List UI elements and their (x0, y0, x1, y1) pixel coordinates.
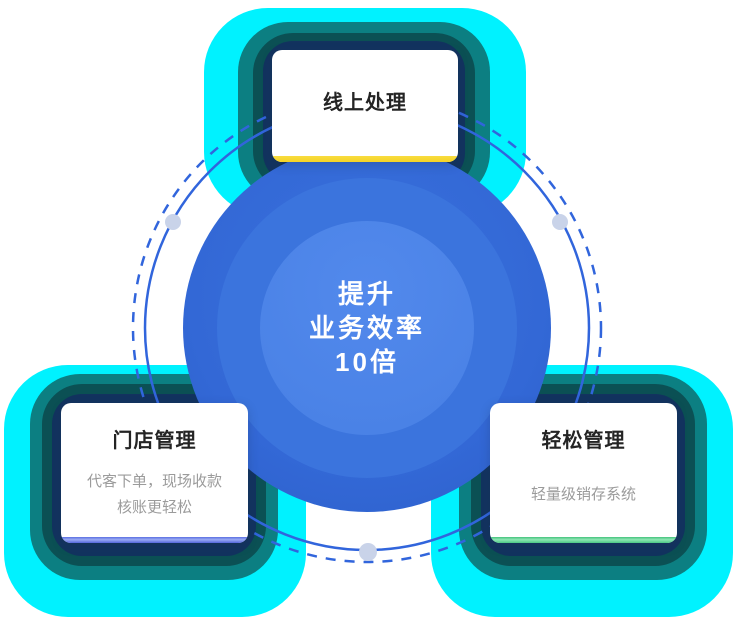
card-easy-management: 轻松管理 轻量级销存系统 (490, 403, 677, 543)
orbit-dot-right (552, 214, 568, 230)
card-store-management: 门店管理 代客下单，现场收款 核账更轻松 (61, 403, 248, 543)
card-store-subtitle-line-2: 核账更轻松 (116, 499, 192, 516)
card-store-title: 门店管理 (112, 430, 197, 452)
orbit-dot-bottom (359, 543, 377, 561)
center-line-2: 业务效率 (308, 313, 425, 343)
card-store-subtitle: 代客下单，现场收款 核账更轻松 (61, 469, 248, 521)
card-online-processing: 线上处理 (272, 50, 458, 162)
card-easy-subtitle-line-1: 轻量级销存系统 (530, 486, 636, 503)
center-circle-text: 提升 业务效率 10倍 (183, 277, 551, 379)
center-line-1: 提升 (337, 279, 396, 309)
card-store-accent-bar (61, 537, 248, 543)
card-online-accent-bar (272, 156, 458, 162)
card-easy-title: 轻松管理 (541, 430, 626, 452)
orbit-dot-left (165, 214, 181, 230)
card-easy-subtitle: 轻量级销存系统 (490, 469, 677, 521)
card-easy-accent-bar (490, 537, 677, 543)
center-circle-inner-ring (260, 221, 474, 435)
card-online-title: 线上处理 (323, 92, 407, 114)
card-store-subtitle-line-1: 代客下单，现场收款 (86, 473, 222, 490)
center-line-3: 10倍 (335, 347, 399, 377)
